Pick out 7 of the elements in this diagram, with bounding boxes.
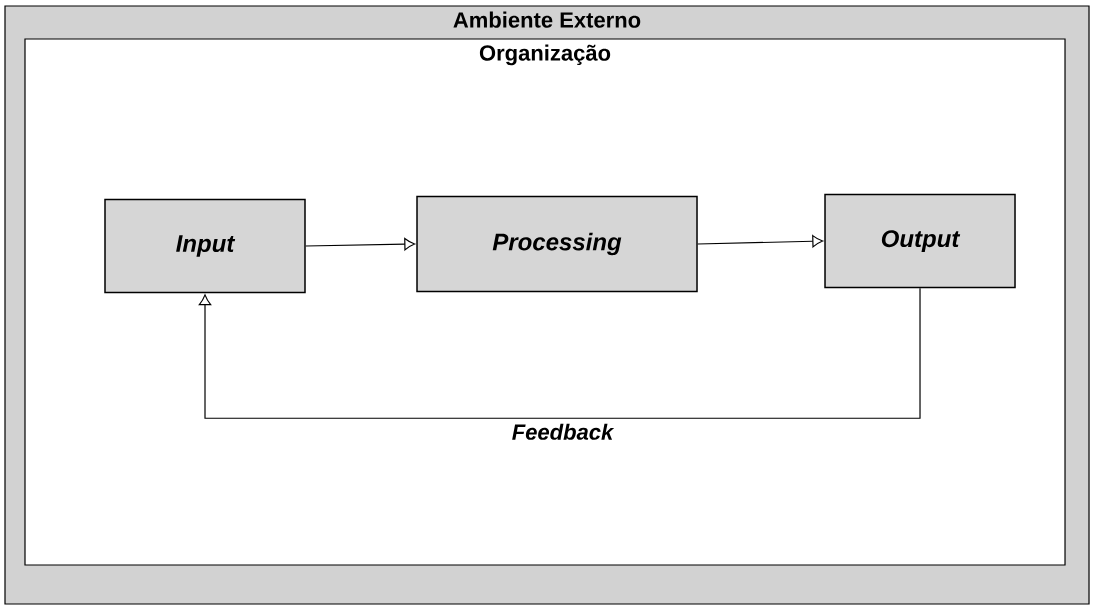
process-box: Output (824, 193, 1016, 289)
process-box: Input (104, 198, 306, 294)
process-box: Processing (416, 195, 698, 293)
feedback-arrow (198, 287, 921, 419)
arrow (305, 237, 416, 251)
edge-label: Feedback (512, 423, 615, 440)
arrow (697, 235, 824, 248)
